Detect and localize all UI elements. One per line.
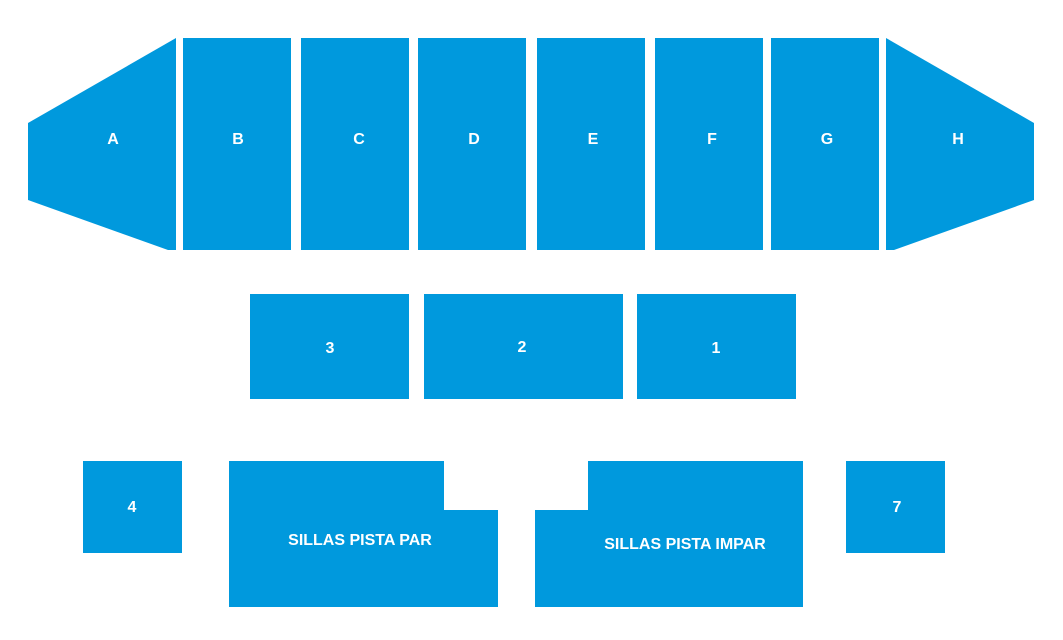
section-c[interactable]: C [301, 38, 409, 250]
section-g[interactable]: G [771, 38, 879, 250]
section-a-shape[interactable] [28, 38, 176, 250]
section-g-shape[interactable] [771, 38, 879, 250]
section-sillas-pista-par[interactable]: SILLAS PISTA PAR [229, 461, 498, 607]
section-h-shape[interactable] [886, 38, 1034, 250]
section-2-shape[interactable] [424, 294, 623, 399]
section-7[interactable]: 7 [846, 461, 945, 553]
section-d[interactable]: D [418, 38, 526, 250]
section-3[interactable]: 3 [250, 294, 409, 399]
section-b[interactable]: B [183, 38, 291, 250]
section-b-shape[interactable] [183, 38, 291, 250]
section-1[interactable]: 1 [637, 294, 796, 399]
section-2[interactable]: 2 [424, 294, 623, 399]
section-f-shape[interactable] [655, 38, 763, 250]
section-sillas-pista-par-shape[interactable] [229, 461, 498, 607]
section-4-shape[interactable] [83, 461, 182, 553]
section-e[interactable]: E [537, 38, 645, 250]
section-f[interactable]: F [655, 38, 763, 250]
section-7-shape[interactable] [846, 461, 945, 553]
section-4[interactable]: 4 [83, 461, 182, 553]
section-a[interactable]: A [28, 38, 176, 250]
section-sillas-pista-impar[interactable]: SILLAS PISTA IMPAR [535, 461, 803, 607]
section-e-shape[interactable] [537, 38, 645, 250]
section-1-shape[interactable] [637, 294, 796, 399]
section-3-shape[interactable] [250, 294, 409, 399]
section-c-shape[interactable] [301, 38, 409, 250]
section-h[interactable]: H [886, 38, 1034, 250]
section-d-shape[interactable] [418, 38, 526, 250]
section-sillas-pista-impar-shape[interactable] [535, 461, 803, 607]
